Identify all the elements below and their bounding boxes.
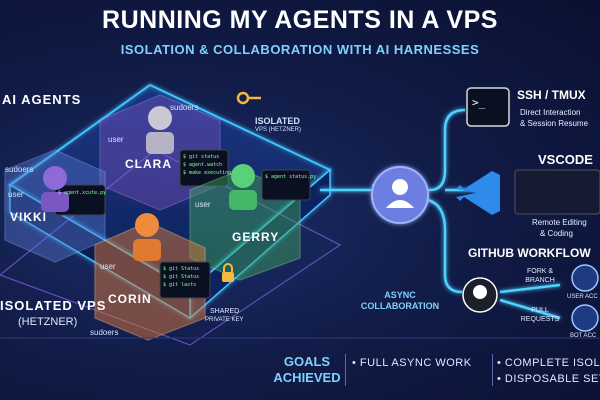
bot-account-icon [572,305,598,331]
async-collaboration-node [372,167,428,223]
clara-terminal-line-1: $ git status [183,154,219,160]
corin-terminal-line-3: $ git lasts [163,282,196,288]
vscode-screen [515,170,600,214]
gerry-user: user [195,200,211,209]
agent-name-gerry: GERRY [232,230,279,244]
gerry-terminal-line: $ agent status.py [265,174,316,180]
goal-item-1: • FULL ASYNC WORK [352,357,472,369]
vikki-terminal-line: $ agent.xcute.py [58,190,106,196]
bot-account-label: BOT ACC [570,333,596,339]
github-pull-label-sub: REQUESTS [515,316,565,323]
vikki-user: user [8,190,24,199]
ssh-line-1: Direct Interaction [520,108,580,117]
github-icon [463,278,497,312]
goal-item-2: • COMPLETE ISOLA [497,357,600,369]
clara-user: user [108,135,124,144]
async-label: ASYNC [370,290,430,300]
gerry-robot-icon [231,164,255,188]
clara-terminal-line-2: $ agent.watch [183,162,222,168]
goal-item-3: • DISPOSABLE SET [497,373,600,385]
corin-robot-icon [135,213,159,237]
vscode-icon [456,171,500,215]
async-label-sub: COLLABORATION [355,301,445,311]
agent-name-vikki: VIKKI [10,210,47,224]
clara-terminal-line-3: $ make executing [183,170,231,176]
clara-robot-icon [148,106,172,130]
vikki-sudoers: sudoers [5,165,33,174]
vikki-robot-icon [43,166,67,190]
ssh-title: SSH / TMUX [517,88,586,102]
github-pull-label: PULL [520,307,560,314]
agent-name-clara: CLARA [125,157,172,171]
agent-name-corin: CORIN [108,292,152,306]
corin-user: user [100,262,116,271]
isolated-vps-label: ISOLATED VPS [0,298,106,313]
isolated-vps-tag-sub: VPS (HETZNER) [255,127,301,133]
clara-sudoers: sudoers [170,103,198,112]
ssh-line-2: & Session Resume [520,119,588,128]
github-fork-label: FORK & [520,268,560,275]
goals-separator [345,354,346,386]
isolated-vps-tag: ISOLATED [255,116,300,126]
user-icon [392,179,408,195]
corin-terminal-line-2: $ git Status [163,274,199,280]
vscode-line-1: Remote Editing [532,218,587,227]
github-fork-label-sub: BRANCH [520,277,560,284]
github-title: GITHUB WORKFLOW [468,246,591,260]
corin-sudoers: sudoers [90,328,118,337]
isolated-vps-label-sub: (HETZNER) [18,316,77,328]
shared-key-label-sub: PRIVATE KEY [205,317,243,323]
user-account-label: USER ACC [567,294,598,300]
goals-separator-2 [492,354,493,386]
ai-agents-label: AI AGENTS [2,92,81,107]
goals-label-sub: ACHIEVED [272,370,342,386]
corin-terminal-line-1: $ git Status [163,266,199,272]
goals-label: GOALS [272,354,342,370]
vscode-title: VSCODE [538,152,593,167]
terminal-prompt: >_ [472,96,485,109]
vscode-line-2: & Coding [540,229,573,238]
shared-key-label: SHARED [210,308,239,315]
key-icon [238,93,261,103]
user-account-icon [572,265,598,291]
